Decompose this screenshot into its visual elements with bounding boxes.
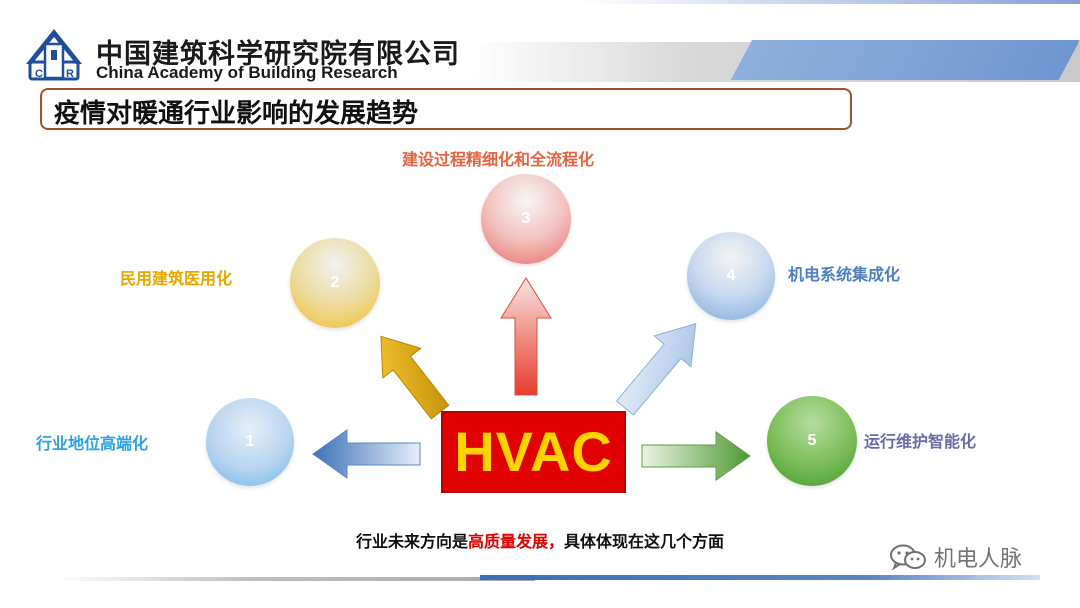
node-5-label: 运行维护智能化	[864, 432, 977, 451]
footer-blue-line	[480, 575, 1040, 580]
node-1-number: 1	[245, 433, 255, 450]
node-4-label: 机电系统集成化	[788, 265, 901, 284]
title-box: 疫情对暖通行业影响的发展趋势	[40, 88, 852, 130]
arrow-to-node-5	[641, 431, 751, 481]
arrow-to-node-2	[380, 335, 450, 420]
node-2-number: 2	[330, 274, 340, 291]
node-1: 1	[206, 398, 294, 486]
footer-gray-line	[55, 577, 535, 581]
hvac-center-box: HVAC	[441, 411, 626, 493]
header-top-stripe	[580, 0, 1080, 4]
node-1-label: 行业地位高端化	[36, 434, 149, 453]
node-3-label: 建设过程精细化和全流程化	[402, 150, 595, 169]
node-2: 2	[290, 238, 380, 328]
arrow-to-node-1	[312, 429, 421, 479]
company-name-en: China Academy of Building Research	[96, 63, 398, 82]
company-name-cn: 中国建筑科学研究院有限公司	[96, 39, 460, 70]
node-3-number: 3	[521, 210, 531, 227]
arrow-to-node-4	[615, 323, 697, 416]
summary-prefix: 行业未来方向是	[355, 532, 468, 551]
summary-highlight: 高质量发展，	[467, 532, 564, 551]
watermark-text: 机电人脉	[934, 547, 1023, 572]
svg-text:R: R	[66, 68, 74, 80]
node-3: 3	[481, 174, 571, 264]
node-4: 4	[687, 232, 775, 320]
hvac-label: HVAC	[454, 420, 613, 483]
page-title: 疫情对暖通行业影响的发展趋势	[54, 99, 419, 129]
watermark: 机电人脉	[888, 540, 1022, 574]
summary-suffix: 具体体现在这几个方面	[564, 532, 725, 551]
node-5: 5	[767, 396, 857, 486]
summary-text: 行业未来方向是高质量发展，具体体现在这几个方面	[0, 528, 1080, 552]
cabr-logo-icon: C R	[26, 29, 82, 81]
node-4-number: 4	[726, 267, 736, 284]
wechat-icon	[890, 544, 926, 571]
arrow-to-node-3	[500, 277, 552, 396]
node-5-number: 5	[807, 432, 817, 449]
svg-text:C: C	[35, 68, 43, 80]
node-2-label: 民用建筑医用化	[120, 269, 233, 288]
